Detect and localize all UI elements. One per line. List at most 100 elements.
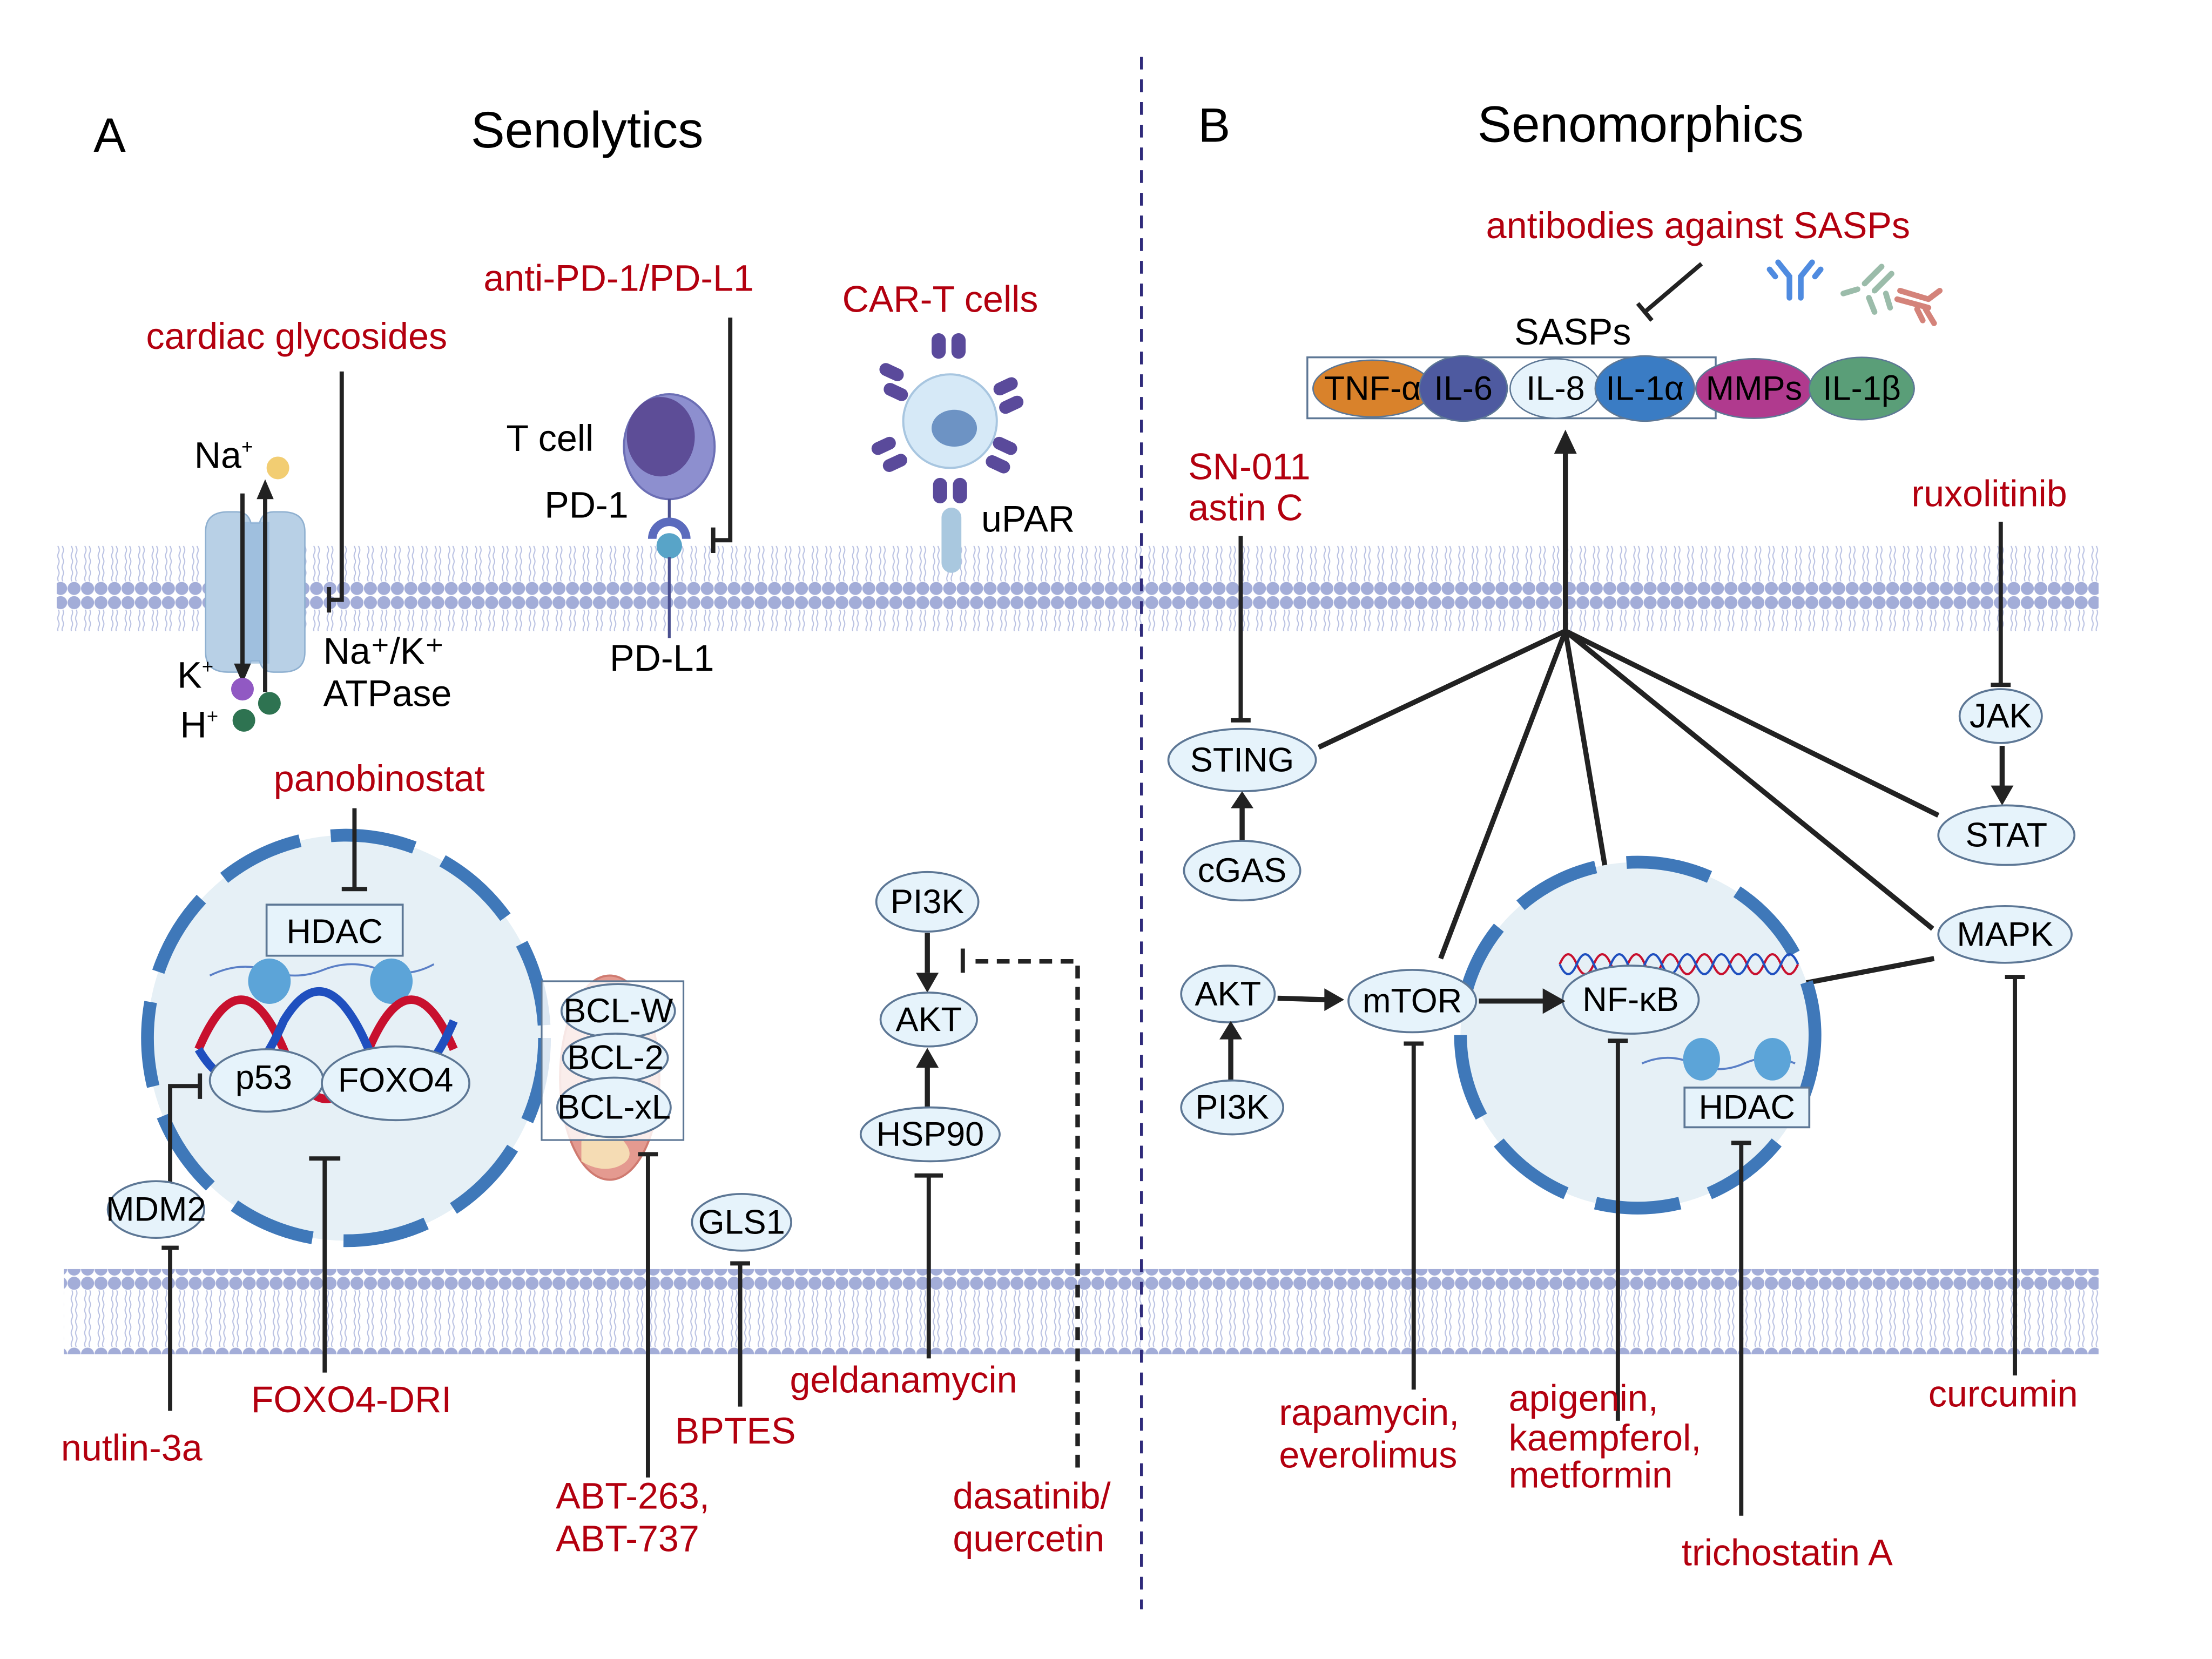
- hdac-node-b: [1683, 1087, 1811, 1129]
- drug-panobinostat: panobinostat: [274, 758, 485, 799]
- hsp90-node: [859, 1106, 1001, 1163]
- h-label: H+: [180, 704, 218, 745]
- drug-ruxolitinib: ruxolitinib: [1911, 473, 2067, 514]
- arrowhead-akt-b: [1219, 1021, 1243, 1040]
- foxo4-label: FOXO4: [338, 1062, 454, 1100]
- jak-label: JAK: [1970, 697, 2032, 735]
- atpase-label-line1: Na⁺/K⁺: [323, 631, 444, 672]
- inhibit-p53: [168, 1084, 200, 1191]
- drug-apigenin: apigenin,: [1509, 1378, 1658, 1419]
- h-ion-2: [232, 709, 255, 732]
- nucleosome-icon-b: [1641, 1037, 1796, 1081]
- sasp-chip-label: MMPs: [1706, 369, 1802, 407]
- drug-nutlin-3a: nutlin-3a: [61, 1427, 203, 1468]
- nucleus-b: [1454, 855, 1822, 1215]
- dasatinib-dashed-inhibition: [975, 959, 1080, 1475]
- drug-bptes: BPTES: [675, 1411, 796, 1452]
- mtor-label: mTOR: [1363, 982, 1462, 1020]
- mdm2-label: MDM2: [106, 1191, 206, 1229]
- akt-label-b: AKT: [1195, 975, 1262, 1013]
- gls1-label: GLS1: [698, 1203, 785, 1241]
- sting-label: STING: [1190, 741, 1294, 779]
- sasp-chip-label: TNF-α: [1324, 369, 1421, 407]
- pi3k-label-b: PI3K: [1195, 1089, 1269, 1127]
- na-k-atpase-pump: [205, 511, 306, 673]
- mapk-node: [1937, 905, 2073, 964]
- sasp-chip-label: IL-6: [1434, 369, 1493, 407]
- pd1-label: PD-1: [544, 484, 629, 525]
- akt-label-a: AKT: [896, 1001, 962, 1038]
- gls1-node: [691, 1192, 792, 1252]
- panel-a-title: Senolytics: [471, 102, 704, 159]
- h-ion-1: [258, 692, 281, 715]
- mtor-node: [1347, 969, 1478, 1034]
- hdac-label-a: HDAC: [286, 913, 383, 950]
- inhibit-sasps-bar: [1636, 302, 1654, 322]
- sasps-label: SASPs: [1514, 312, 1631, 353]
- sasp-chip: [1809, 356, 1915, 421]
- upper-membrane: [57, 545, 2099, 631]
- hsp90-label: HSP90: [876, 1116, 984, 1154]
- drug-abt-263: ABT-263,: [556, 1476, 710, 1517]
- panel-b-letter: B: [1198, 98, 1231, 152]
- arrowhead-stat: [1991, 785, 2014, 806]
- inhibit-sasps: [1643, 262, 1703, 314]
- pi3k-label-a: PI3K: [891, 883, 965, 921]
- stat-label: STAT: [1965, 817, 2047, 854]
- stat-node: [1937, 804, 2076, 866]
- arrowhead-akt-top: [916, 973, 939, 993]
- sasp-chip-label: IL-1α: [1606, 369, 1684, 407]
- drug-abt-737: ABT-737: [556, 1518, 699, 1559]
- lower-membrane: [64, 1269, 2099, 1354]
- cgas-label: cGAS: [1198, 852, 1287, 889]
- arrowhead-sasps: [1554, 429, 1577, 454]
- sasp-chip-label: IL-8: [1526, 369, 1585, 407]
- drug-sn-011: SN-011: [1188, 446, 1310, 487]
- panel-a-letter: A: [93, 108, 126, 162]
- bclw-label: BCL-W: [563, 992, 673, 1030]
- drug-everolimus: everolimus: [1279, 1435, 1457, 1476]
- upar-receptor: [941, 507, 962, 573]
- antibody-blue-icon: [1766, 259, 1824, 301]
- nucleosome-icon-a: [209, 958, 435, 1004]
- pdl1-ligand: [656, 533, 682, 559]
- p53-label: p53: [235, 1058, 292, 1096]
- hdac-label-b: HDAC: [1699, 1089, 1796, 1127]
- sasp-chip-label: IL-1β: [1823, 369, 1901, 407]
- t-cell-icon: [623, 393, 716, 501]
- drug-metformin: metformin: [1509, 1454, 1673, 1495]
- drug-antibodies-against-sasps: antibodies against SASPs: [1486, 205, 1910, 246]
- na-arrowhead: [257, 479, 274, 500]
- na-label: Na+: [194, 435, 253, 476]
- mapk-label: MAPK: [1957, 915, 2053, 953]
- hdac-node-a: [265, 903, 404, 957]
- inhibit-pd1: [714, 318, 733, 543]
- na-ion: [266, 456, 289, 480]
- bclxl-node: [556, 1076, 672, 1138]
- akt-node-a: [879, 992, 978, 1048]
- bclxl-label: BCL-xL: [557, 1089, 671, 1127]
- atpase-label-line2: ATPase: [323, 673, 452, 714]
- jak-node: [1958, 688, 2043, 744]
- antibody-green-icon: [1840, 264, 1894, 315]
- arrowhead-nfkb-left: [1542, 988, 1566, 1014]
- pi3k-node-a: [875, 871, 980, 933]
- akt-node-b: [1180, 965, 1276, 1023]
- drug-car-t-cells: CAR-T cells: [842, 279, 1038, 320]
- arrowhead-mtor: [1324, 988, 1345, 1011]
- k-arrowhead: [234, 663, 251, 684]
- bcl2-label: BCL-2: [567, 1039, 664, 1077]
- pi3k-node-b: [1180, 1079, 1285, 1136]
- activate-mtor: [1277, 995, 1326, 1002]
- drug-dasatinib: dasatinib/: [953, 1476, 1110, 1517]
- arrowhead-sting: [1231, 791, 1254, 808]
- panel-b-title: Senomorphics: [1478, 96, 1804, 153]
- drug-curcumin: curcumin: [1928, 1374, 2078, 1415]
- sasp-chip: [1594, 355, 1695, 422]
- drug-anti-pd1-pdl1: anti-PD-1/PD-L1: [483, 258, 754, 299]
- cgas-node: [1183, 840, 1301, 902]
- nfkb-label: NF-κB: [1582, 981, 1678, 1019]
- car-t-cell-icon: [871, 333, 1024, 504]
- t-cell-label: T cell: [506, 418, 594, 459]
